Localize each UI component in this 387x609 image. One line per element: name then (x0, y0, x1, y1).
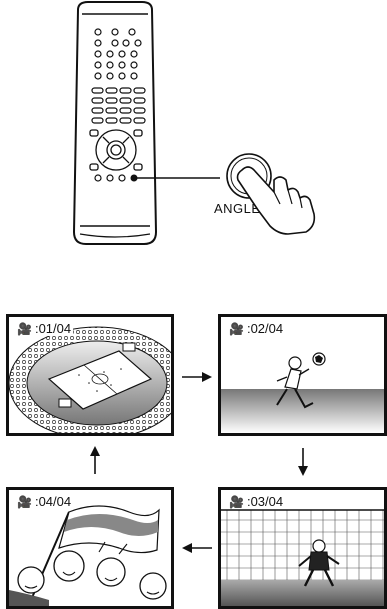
arrow-left-icon (180, 541, 214, 555)
frame-3-angle-label: 🎥 :03/04 (227, 494, 285, 509)
frame-goalkeeper: 🎥 :03/04 (218, 487, 387, 609)
camera-angle-icon: 🎥 (17, 322, 32, 336)
pointing-hand-icon (230, 162, 330, 237)
frame-1-angle-text: :01/04 (35, 321, 71, 336)
frame-player: 🎥 :02/04 (218, 314, 387, 436)
camera-angle-icon: 🎥 (229, 322, 244, 336)
frame-4-angle-text: :04/04 (35, 494, 71, 509)
frame-1-angle-label: 🎥 :01/04 (15, 321, 73, 336)
arrow-down-icon (296, 446, 310, 478)
camera-angle-icon: 🎥 (229, 495, 244, 509)
frame-2-angle-label: 🎥 :02/04 (227, 321, 285, 336)
frame-4-angle-label: 🎥 :04/04 (15, 494, 73, 509)
camera-angle-icon: 🎥 (17, 495, 32, 509)
arrow-right-icon (180, 370, 214, 384)
remote-control (60, 0, 170, 250)
frame-stadium: 🎥 :01/04 (6, 314, 174, 436)
frame-2-angle-text: :02/04 (247, 321, 283, 336)
frame-3-angle-text: :03/04 (247, 494, 283, 509)
arrow-up-icon (88, 444, 102, 476)
frame-fans: 🎥 :04/04 (6, 487, 174, 609)
